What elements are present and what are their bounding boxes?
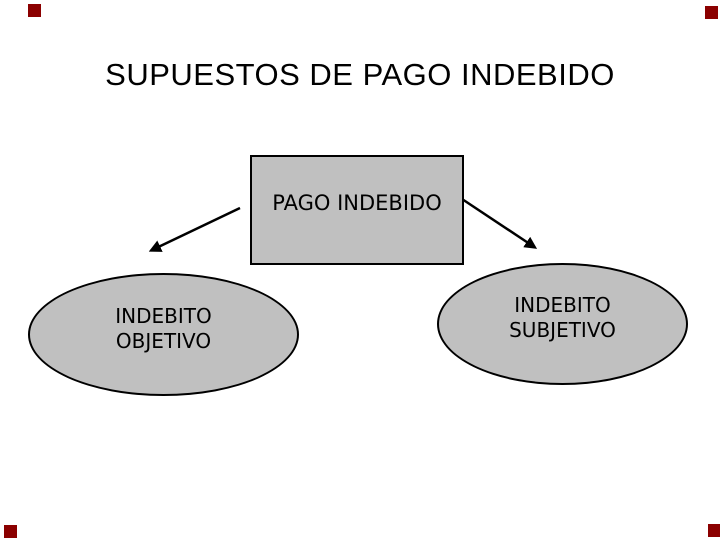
arrow-to-indebito-subjetivo [461,197,538,249]
slide-title: SUPUESTOS DE PAGO INDEBIDO [105,57,615,92]
corner-marker [708,524,720,537]
corner-marker [4,525,17,538]
node-pago-indebido-label: PAGO INDEBIDO [272,191,442,215]
node-indebito-objetivo-line1: INDEBITO [115,303,212,328]
node-pago-indebido: PAGO INDEBIDO [250,155,464,265]
node-indebito-objetivo-line2: OBJETIVO [115,328,212,353]
corner-marker [705,6,718,19]
node-indebito-subjetivo-line2: SUBJETIVO [509,318,616,342]
node-indebito-objetivo: INDEBITO OBJETIVO [28,273,299,396]
node-indebito-subjetivo: INDEBITO SUBJETIVO [437,263,688,385]
corner-marker [28,4,41,17]
node-indebito-subjetivo-line1: INDEBITO [514,293,611,317]
arrow-to-indebito-objetivo [148,206,241,252]
